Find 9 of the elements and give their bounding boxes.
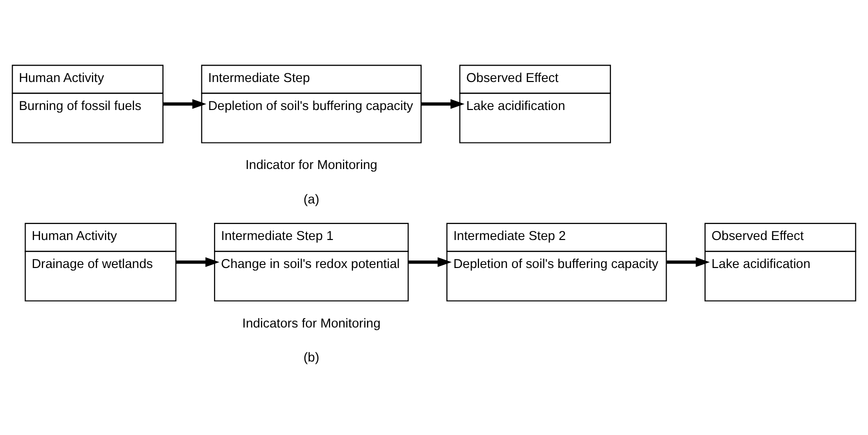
label: (b) (304, 350, 320, 365)
label: Indicator for Monitoring (245, 157, 378, 172)
label: Indicators for Monitoring (242, 315, 381, 330)
arrow (408, 257, 452, 268)
label: (a) (304, 192, 320, 207)
arrow (176, 257, 220, 268)
arrow (666, 257, 710, 268)
arrow (163, 99, 206, 109)
arrow (422, 99, 465, 109)
